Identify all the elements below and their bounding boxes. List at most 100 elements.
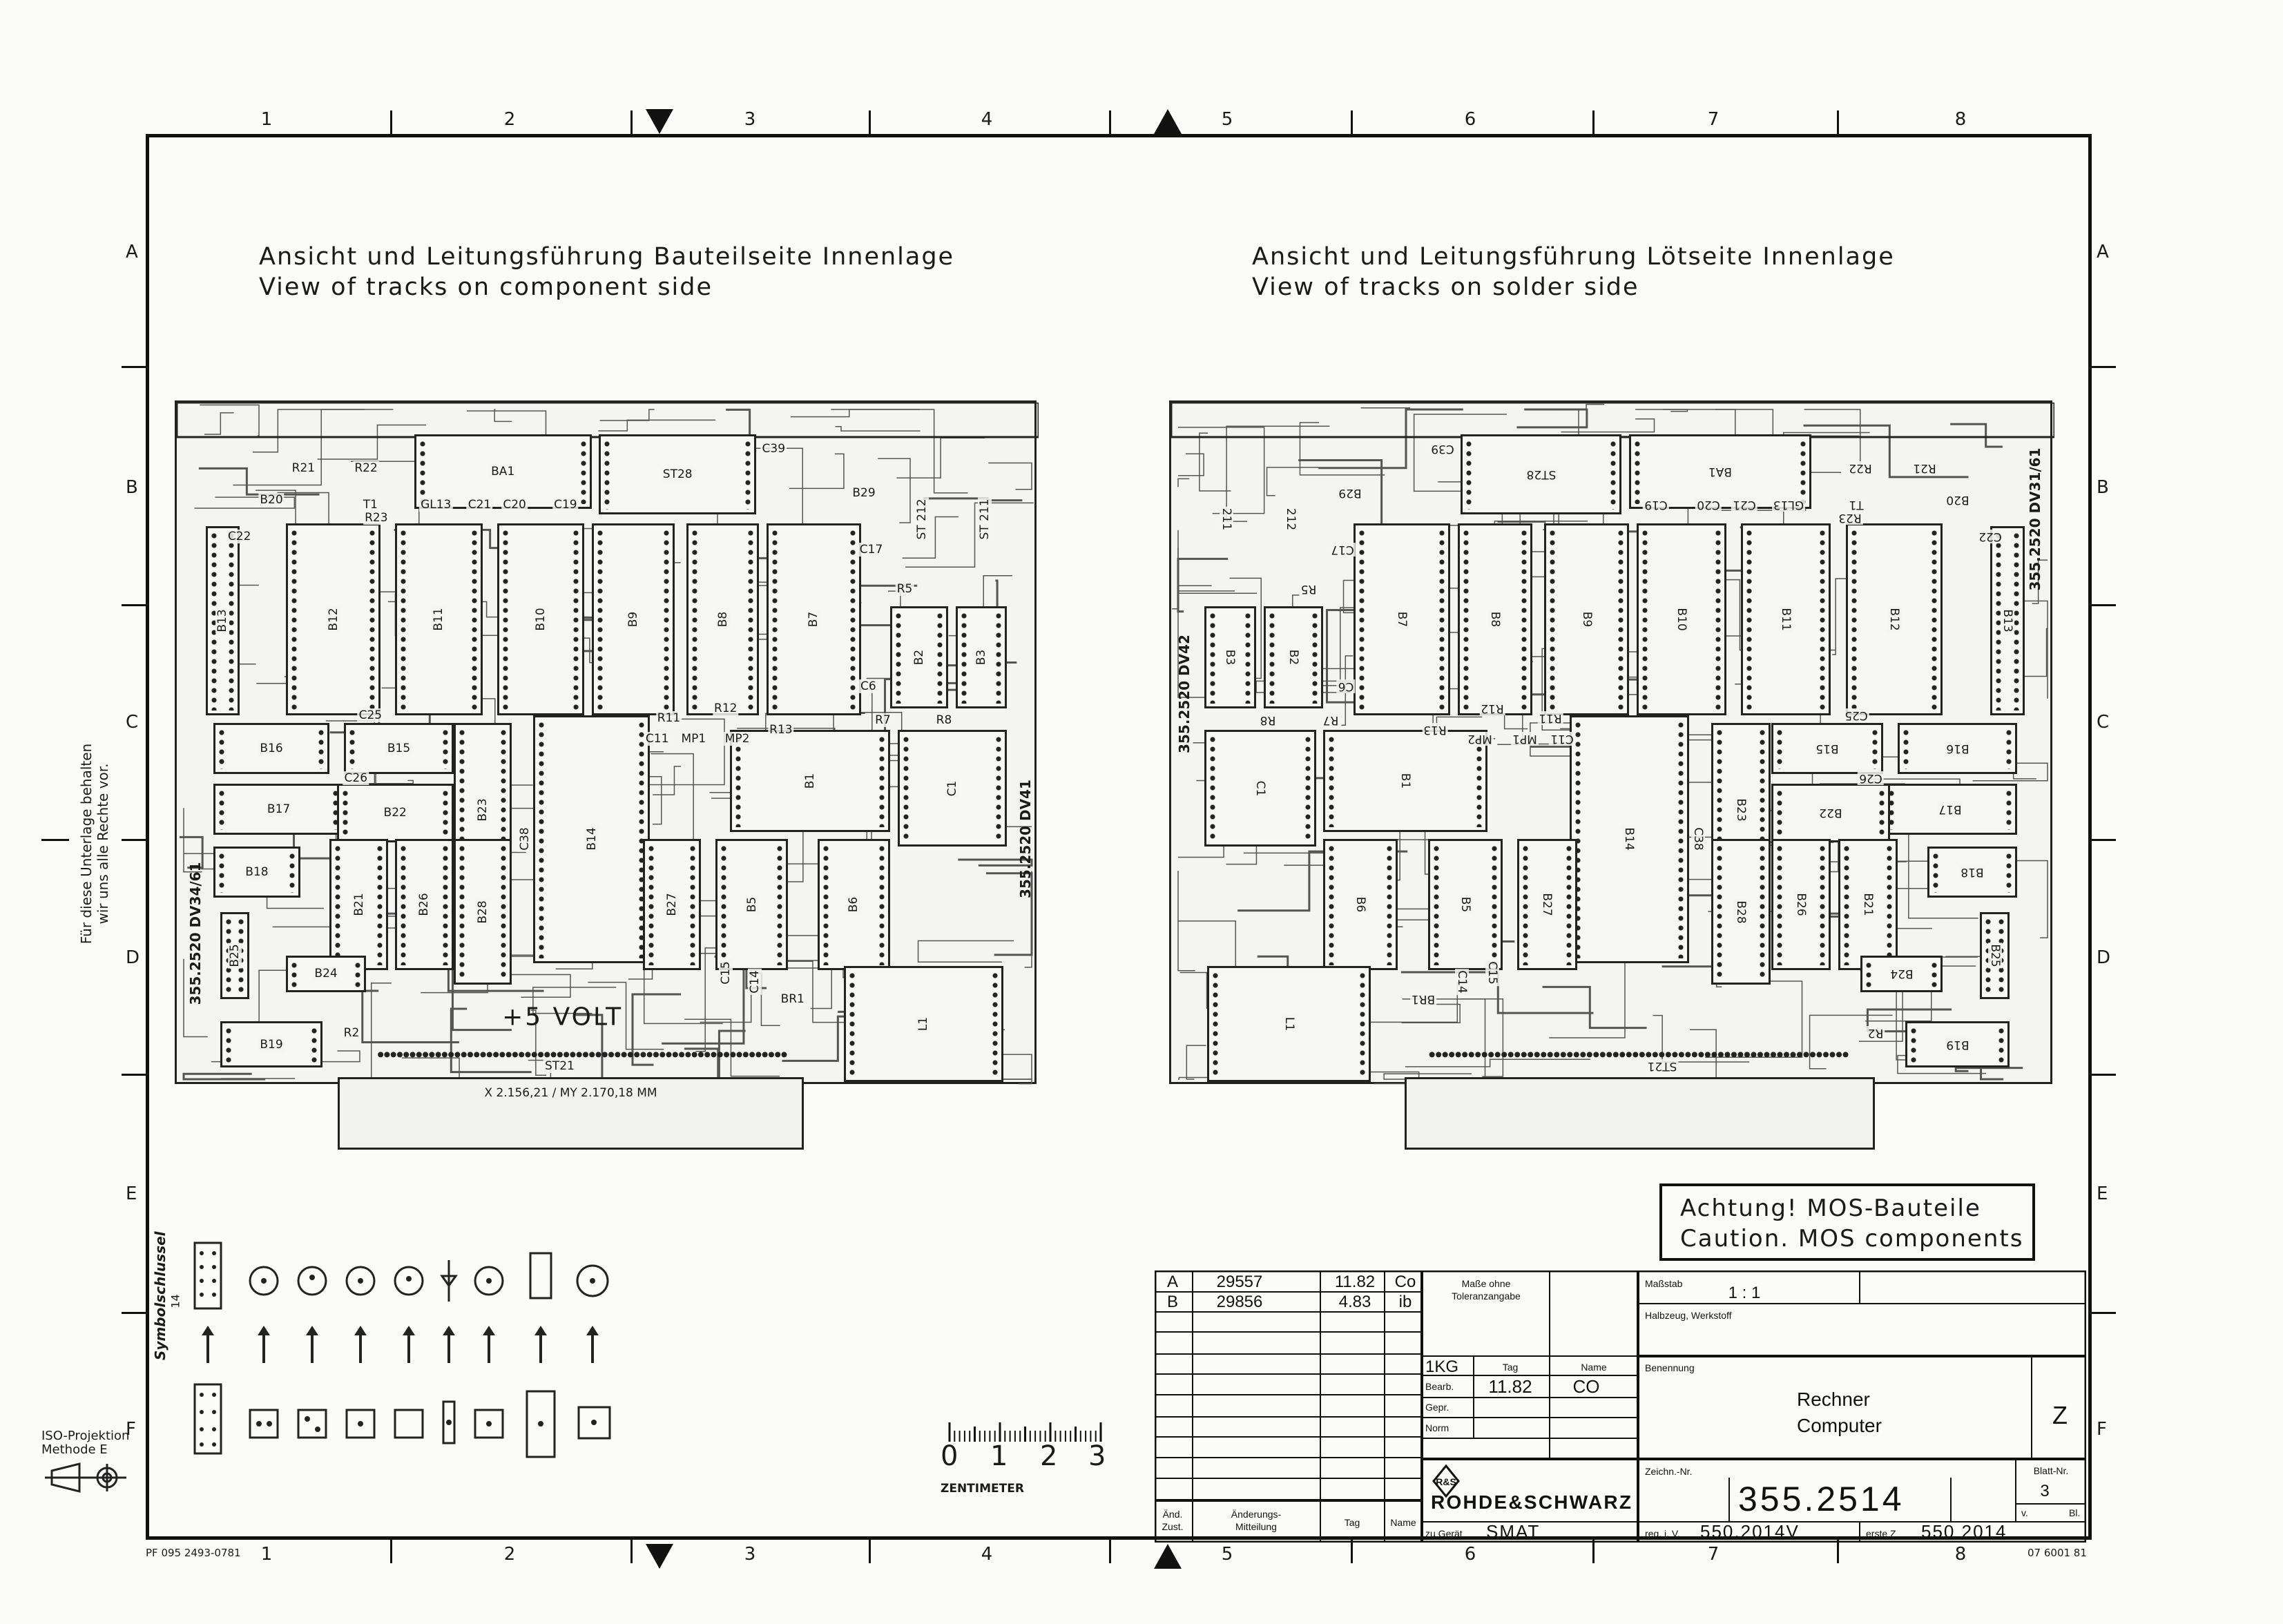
pin-row xyxy=(1745,528,1754,711)
track xyxy=(183,958,208,1038)
component-outline xyxy=(1838,839,1898,971)
component-label: B26 xyxy=(417,891,432,918)
component-label: B12 xyxy=(1887,606,1901,632)
column-label: 3 xyxy=(744,109,756,130)
connector-pin xyxy=(1757,1052,1763,1058)
component-label: B10 xyxy=(534,606,548,632)
track xyxy=(1705,980,1803,1058)
connector-pin xyxy=(640,1052,646,1058)
connector-pin xyxy=(1751,1052,1757,1058)
connector-pin xyxy=(1599,1052,1606,1058)
component-outline xyxy=(329,839,388,971)
copyright-line-2: wir uns alle Rechte vor. xyxy=(95,763,111,925)
track xyxy=(1804,409,1872,469)
designation-de: Rechner xyxy=(1797,1389,1870,1410)
part-label: C21 xyxy=(466,497,493,512)
designation-label: Benennung xyxy=(1645,1362,1695,1373)
part-label: B20 xyxy=(1944,493,1971,508)
footer-left-code: PF 095 2493-0781 xyxy=(146,1547,241,1559)
connector-pin xyxy=(378,1052,384,1058)
track xyxy=(1950,423,2003,448)
connector-pin xyxy=(685,1052,691,1058)
pin-row xyxy=(1818,844,1827,966)
track xyxy=(1561,418,1655,433)
part-label: R5 xyxy=(895,581,914,596)
pin-row xyxy=(1548,528,1557,711)
connector-pin xyxy=(1810,1052,1816,1058)
pin-row xyxy=(1327,735,1336,827)
pin-row xyxy=(348,727,357,769)
connector-pin xyxy=(1429,1052,1435,1058)
part-label: C11 xyxy=(644,731,671,746)
component-outline xyxy=(1204,606,1257,708)
component-label: B8 xyxy=(715,610,730,629)
pin-row xyxy=(457,844,466,980)
track xyxy=(1572,403,1605,410)
pin-row xyxy=(499,844,508,980)
warning-de: Achtung! MOS-Bauteile xyxy=(1680,1195,1981,1222)
track xyxy=(631,993,682,1066)
tolerance-label: Toleranzangabe xyxy=(1452,1290,1521,1302)
pin-row xyxy=(217,727,226,769)
connector-pin xyxy=(781,1052,787,1058)
connector-pin xyxy=(1606,1052,1612,1058)
track xyxy=(598,419,715,432)
ruler-number: 2 xyxy=(1040,1440,1058,1472)
component-label: B2 xyxy=(1287,648,1301,667)
component-label: B12 xyxy=(326,606,340,632)
part-label: R23 xyxy=(1837,510,1863,525)
pin-row xyxy=(1267,611,1276,704)
connector-pin xyxy=(768,1052,774,1058)
component-label: B22 xyxy=(1818,806,1844,820)
symbol-key-drawing xyxy=(193,1241,611,1458)
pin-row xyxy=(340,789,349,838)
grid-tick xyxy=(869,110,871,135)
part-label: R22 xyxy=(1847,461,1873,475)
company-name: ROHDE&SCHWARZ xyxy=(1431,1491,1631,1513)
left-title-de: Ansicht und Leitungsführung Bauteilseite… xyxy=(259,243,955,271)
track xyxy=(1405,1058,1591,1067)
part-label: R8 xyxy=(934,713,954,727)
connector-pin xyxy=(448,1052,454,1058)
track xyxy=(1177,585,1212,601)
component-label: B21 xyxy=(351,891,366,918)
center-mark-icon xyxy=(646,109,673,134)
projection-note: ISO-Projektion Methode E xyxy=(41,1429,129,1457)
track xyxy=(1177,530,1235,592)
connector-pin xyxy=(1698,1052,1704,1058)
part-label: C39 xyxy=(1429,442,1456,456)
track xyxy=(1413,414,1507,492)
track xyxy=(684,1018,780,1077)
track xyxy=(588,981,664,1050)
part-label: R7 xyxy=(874,713,892,727)
connector-pin xyxy=(621,1052,627,1058)
pin-row xyxy=(290,528,299,711)
part-label: C17 xyxy=(858,542,885,557)
part-label: T1 xyxy=(1847,497,1865,512)
component-label: B19 xyxy=(258,1037,285,1052)
pin-row xyxy=(1676,720,1685,958)
connector-pin xyxy=(499,1052,505,1058)
track xyxy=(2032,559,2048,604)
connector-pin xyxy=(1704,1052,1711,1058)
connector-pin xyxy=(1717,1052,1724,1058)
track xyxy=(317,424,427,460)
part-label: C6 xyxy=(1336,679,1356,694)
pin-row xyxy=(1490,844,1499,966)
connector-pin xyxy=(474,1052,480,1058)
part-label: BR1 xyxy=(779,992,806,1007)
part-label: C26 xyxy=(1858,771,1885,785)
change-notice-label: Änderungs- xyxy=(1231,1509,1282,1520)
pin-row xyxy=(399,528,408,711)
pin-row xyxy=(1633,439,1642,504)
first-value: 550 2014 xyxy=(1921,1521,2007,1542)
component-outline xyxy=(766,523,861,716)
part-label: C19 xyxy=(552,497,579,512)
connector-pin xyxy=(1724,1052,1731,1058)
pin-row xyxy=(1475,735,1483,827)
part-label: MP2 xyxy=(1466,731,1494,746)
pin-row xyxy=(1617,528,1626,711)
pin-row xyxy=(1519,528,1528,711)
